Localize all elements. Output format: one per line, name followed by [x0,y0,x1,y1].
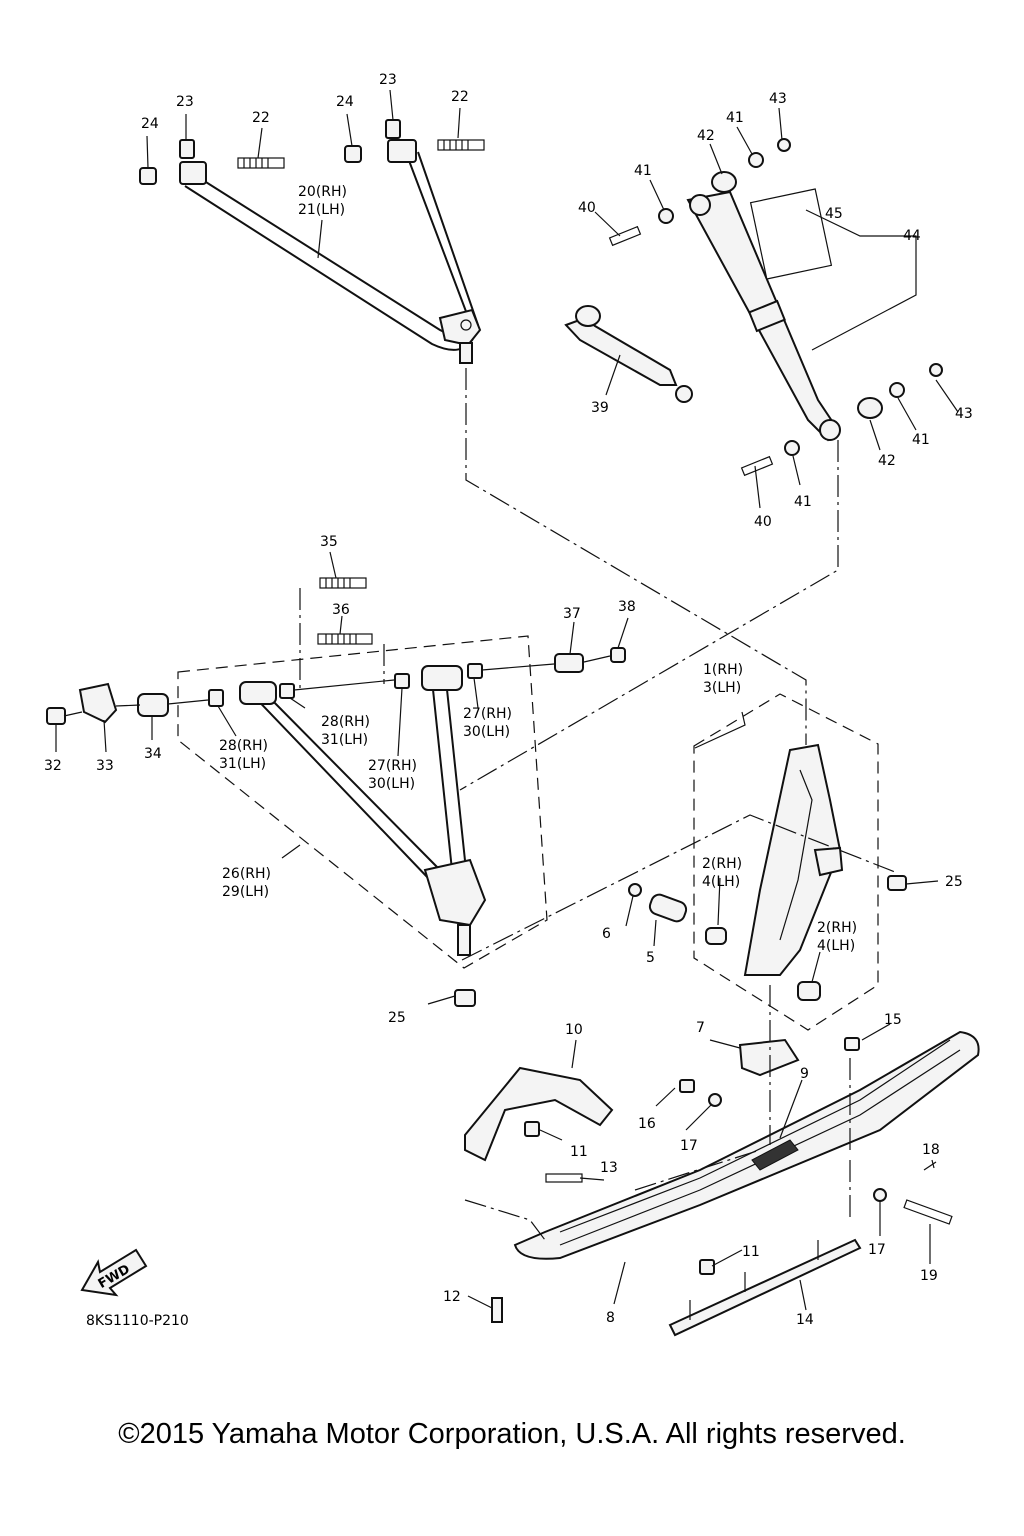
callout-18: 18 [922,1142,940,1158]
callout-30lh: 30(LH) [463,724,510,740]
phantom-lines [299,368,896,1241]
callout-17: 17 [680,1138,698,1154]
callout-14: 14 [796,1312,814,1328]
callout-43: 43 [769,91,787,107]
shock-hardware [608,138,943,477]
assembly-outline-spindle [693,693,879,1031]
callout-13: 13 [600,1160,618,1176]
shock-leader-lines [805,209,917,351]
callout-16: 16 [638,1116,656,1132]
callout-27rh: 27(RH) [463,706,512,722]
callout-40: 40 [578,200,596,216]
callout-35: 35 [320,534,338,550]
upper-arm-hardware [139,119,485,185]
spindle-hardware [454,875,907,1077]
callout-24: 24 [336,94,354,110]
callout-4lh: 4(LH) [817,938,855,954]
callout-33: 33 [96,758,114,774]
callout-4lh: 4(LH) [702,874,740,890]
callout-8: 8 [606,1310,615,1326]
callout-11: 11 [742,1244,760,1260]
ski [513,1030,980,1260]
callout-12: 12 [443,1289,461,1305]
exploded-view-drawing: FWD 24 23 22 24 23 22 20(RH) 21(LH) 43 4… [44,72,980,1337]
ski-hardware [491,1037,953,1323]
shock-absorber [686,188,841,442]
callout-26rh: 26(RH) [222,866,271,882]
callout-45: 45 [825,206,843,222]
callout-42: 42 [878,453,896,469]
callout-19: 19 [920,1268,938,1284]
callout-31lh: 31(LH) [321,732,368,748]
callout-41: 41 [912,432,930,448]
fwd-arrow-icon: FWD [80,1248,148,1297]
lower-a-arm [239,665,487,956]
callout-28rh: 28(RH) [321,714,370,730]
callout-42: 42 [697,128,715,144]
callout-2rh: 2(RH) [702,856,742,872]
callout-41: 41 [726,110,744,126]
callout-44: 44 [903,228,921,244]
callout-5: 5 [646,950,655,966]
callout-11: 11 [570,1144,588,1160]
callout-41: 41 [794,494,812,510]
callout-25: 25 [388,1010,406,1026]
callout-3lh: 3(LH) [703,680,741,696]
callout-10: 10 [565,1022,583,1038]
part-labels: 24 23 22 24 23 22 20(RH) 21(LH) 43 41 42… [44,72,973,1329]
ski-runner [668,1238,862,1337]
callout-41: 41 [634,163,652,179]
callout-27rh: 27(RH) [368,758,417,774]
steering-link [564,305,693,403]
leader-lines [55,89,959,1311]
upper-a-arm [179,139,482,364]
callout-25: 25 [945,874,963,890]
assembly-outline-lower-arm [177,635,548,969]
callout-37: 37 [563,606,581,622]
callout-2rh: 2(RH) [817,920,857,936]
callout-30lh: 30(LH) [368,776,415,792]
callout-24: 24 [141,116,159,132]
callout-29lh: 29(LH) [222,884,269,900]
diagram-code: 8KS1110-P210 [86,1313,189,1329]
callout-1rh: 1(RH) [703,662,743,678]
callout-28rh: 28(RH) [219,738,268,754]
lower-arm-hardware [46,577,626,725]
callout-17: 17 [868,1242,886,1258]
callout-40: 40 [754,514,772,530]
callout-34: 34 [144,746,162,762]
callout-43: 43 [955,406,973,422]
spindle [743,743,844,976]
callout-36: 36 [332,602,350,618]
callout-7: 7 [696,1020,705,1036]
callout-21lh: 21(LH) [298,202,345,218]
callout-20rh: 20(RH) [298,184,347,200]
callout-38: 38 [618,599,636,615]
callout-15: 15 [884,1012,902,1028]
ski-handle [464,1066,614,1162]
copyright-notice: ©2015 Yamaha Motor Corporation, U.S.A. A… [118,1418,906,1450]
callout-9: 9 [800,1066,809,1082]
callout-23: 23 [379,72,397,88]
callout-22: 22 [451,89,469,105]
callout-31lh: 31(LH) [219,756,266,772]
callout-22: 22 [252,110,270,126]
callout-6: 6 [602,926,611,942]
callout-32: 32 [44,758,62,774]
callout-39: 39 [591,400,609,416]
callout-23: 23 [176,94,194,110]
